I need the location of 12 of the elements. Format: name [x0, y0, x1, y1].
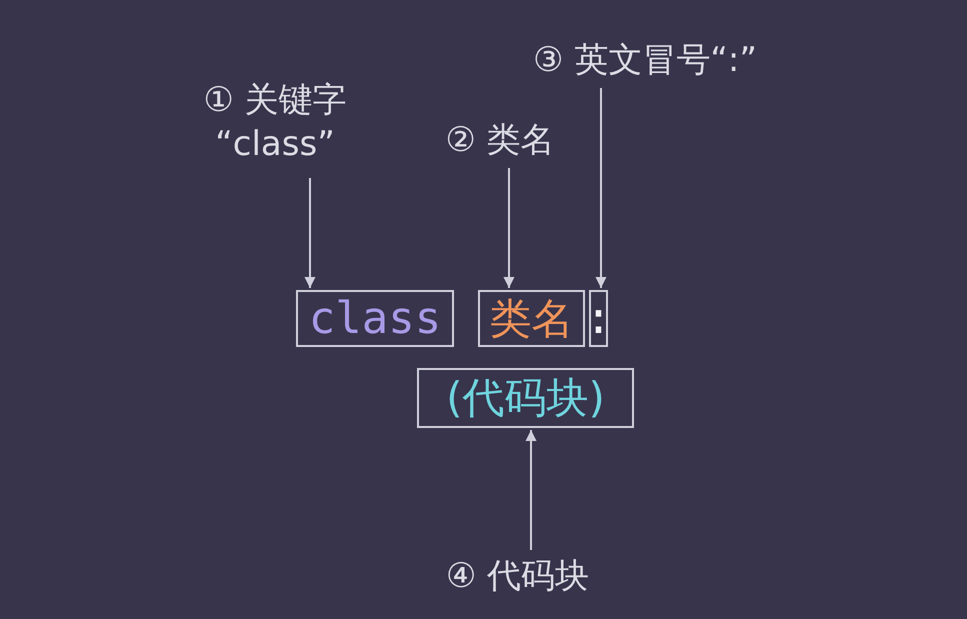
arrow	[304, 178, 316, 288]
arrow	[595, 88, 606, 288]
code-box: (代码块)	[417, 368, 634, 428]
code-box: :	[589, 290, 608, 347]
code-box: class	[296, 290, 454, 347]
arrow	[526, 430, 537, 550]
callout-label: ② 类名	[420, 118, 580, 164]
callout-label: ① 关键字 “class”	[175, 78, 375, 174]
arrow	[503, 168, 514, 288]
code-box: 类名	[478, 290, 585, 347]
callout-label: ③ 英文冒号“:”	[495, 38, 795, 84]
callout-label: ④ 代码块	[415, 554, 620, 600]
